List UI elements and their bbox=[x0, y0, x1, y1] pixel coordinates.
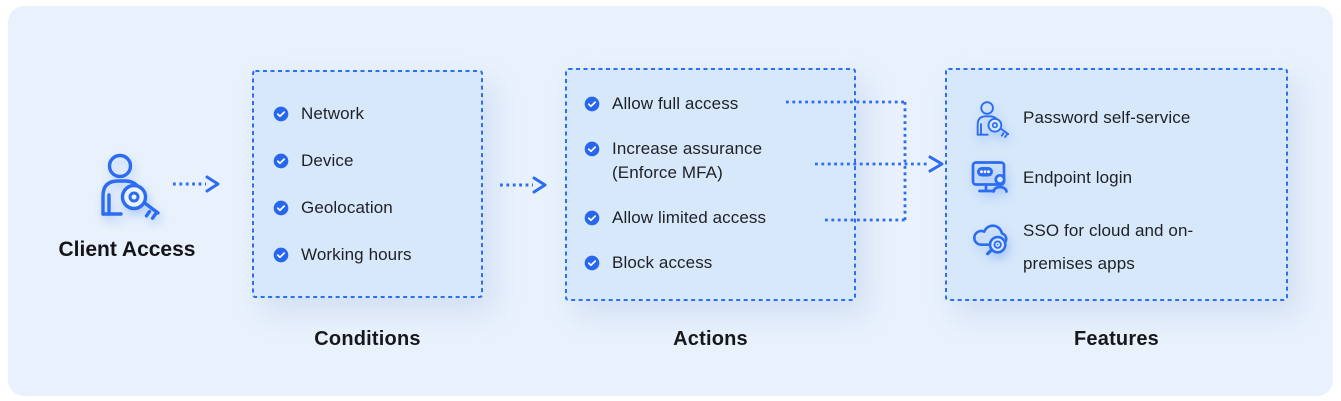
list-item: Password self-service bbox=[971, 98, 1288, 138]
features-list: Password self-service Endpoint login SSO… bbox=[945, 68, 1288, 280]
cloud-sso-search-icon bbox=[971, 218, 1011, 258]
list-item: Block access bbox=[584, 251, 856, 275]
client-access-label: Client Access bbox=[58, 238, 196, 261]
arrow-client-to-conditions-icon bbox=[173, 175, 220, 193]
check-badge-icon bbox=[584, 141, 600, 157]
list-item: Endpoint login bbox=[971, 158, 1288, 198]
diagram-panel: Client Access Network Device bbox=[8, 6, 1333, 396]
feature-label: Password self-service bbox=[1023, 108, 1191, 127]
check-badge-icon bbox=[273, 153, 289, 169]
check-badge-icon bbox=[273, 106, 289, 122]
connector-actions-to-features-icon bbox=[786, 100, 944, 222]
condition-label: Working hours bbox=[301, 245, 412, 264]
endpoint-monitor-icon bbox=[971, 158, 1011, 198]
list-item: Network bbox=[273, 102, 483, 126]
feature-label: SSO for cloud and on-premises apps bbox=[1023, 221, 1194, 273]
conditions-title: Conditions bbox=[314, 328, 421, 350]
condition-label: Geolocation bbox=[301, 198, 393, 217]
conditions-box: Network Device Geolocation Working hours bbox=[252, 70, 483, 298]
feature-label: Endpoint login bbox=[1023, 168, 1133, 187]
check-badge-icon bbox=[273, 247, 289, 263]
check-badge-icon bbox=[584, 96, 600, 112]
features-title: Features bbox=[1074, 328, 1159, 350]
action-label: Allow full access bbox=[612, 94, 739, 113]
action-label: Allow limited access bbox=[612, 208, 767, 227]
actions-title: Actions bbox=[673, 328, 748, 350]
action-label: Block access bbox=[612, 253, 713, 272]
user-password-search-icon bbox=[971, 98, 1011, 138]
list-item: SSO for cloud and on-premises apps bbox=[971, 218, 1288, 280]
list-item: Working hours bbox=[273, 243, 483, 267]
condition-label: Device bbox=[301, 151, 354, 170]
check-badge-icon bbox=[273, 200, 289, 216]
user-key-search-icon bbox=[94, 148, 160, 220]
check-badge-icon bbox=[584, 210, 600, 226]
arrow-conditions-to-actions-icon bbox=[500, 176, 547, 194]
list-item: Geolocation bbox=[273, 196, 483, 220]
list-item: Device bbox=[273, 149, 483, 173]
condition-label: Network bbox=[301, 104, 365, 123]
conditions-list: Network Device Geolocation Working hours bbox=[252, 70, 483, 267]
features-box: Password self-service Endpoint login SSO… bbox=[945, 68, 1288, 301]
check-badge-icon bbox=[584, 255, 600, 271]
